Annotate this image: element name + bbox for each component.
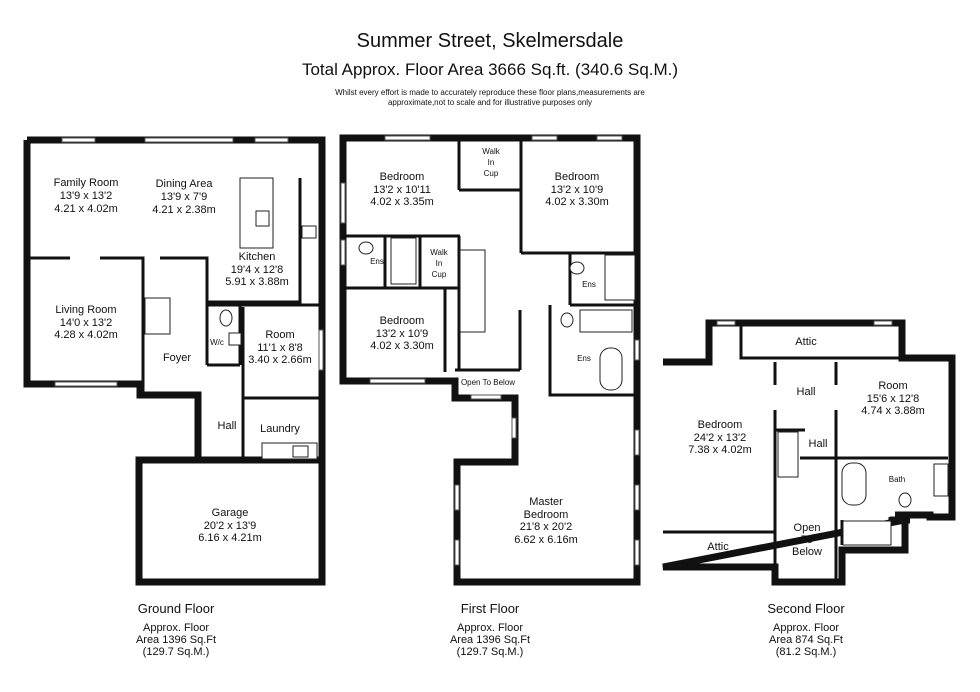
bath-label: Bath (889, 475, 905, 484)
second-floor-title: Second Floor (767, 601, 845, 616)
stairs-icon (777, 431, 799, 478)
garage-label: Garage (212, 507, 249, 519)
garage-dims-ft: 20'2 x 13'9 (204, 520, 257, 532)
family-room-dims-ft: 13'9 x 13'2 (60, 190, 113, 202)
open-to-below-line-3: Below (792, 546, 822, 558)
second-floor-area-1: Approx. Floor (773, 622, 839, 634)
bedroom-3-dims-m: 4.02 x 3.30m (370, 340, 434, 352)
walk-in-cup-2-line-1: Walk (430, 248, 448, 257)
bedroom-1-dims-m: 4.02 x 3.35m (370, 196, 434, 208)
room-dims-m: 4.74 x 3.88m (861, 405, 925, 417)
first-floor-area-1: Approx. Floor (457, 622, 523, 634)
basin-icon (228, 332, 242, 346)
bedroom-dims-m: 7.38 x 4.02m (688, 444, 752, 456)
hall-1-label: Hall (797, 386, 816, 398)
attic-1-label: Attic (795, 336, 817, 348)
master-bedroom-dims-m: 6.62 x 6.16m (514, 534, 578, 546)
room-dims-ft: 15'6 x 12'8 (867, 393, 920, 405)
room-dims-ft: 11'1 x 8'8 (257, 342, 303, 354)
bedroom-dims-ft: 24'2 x 13'2 (694, 432, 747, 444)
disclaimer-line-1: Whilst every effort is made to accuratel… (335, 88, 645, 97)
second-floor-area-3: (81.2 Sq.M.) (776, 646, 837, 658)
bath-icon (841, 462, 867, 506)
hall-label: Hall (218, 420, 237, 432)
kitchen-label: Kitchen (239, 251, 276, 263)
laundry-sink-icon (292, 445, 309, 458)
first-floor-area-2: Area 1396 Sq.Ft (450, 634, 530, 646)
ground-floor-plan: Family Room 13'9 x 13'2 4.21 x 4.02m Din… (23, 136, 326, 658)
ensuite-1-label: Ens (370, 257, 384, 266)
first-floor-title: First Floor (461, 601, 520, 616)
plan-subtitle: Total Approx. Floor Area 3666 Sq.ft. (34… (302, 60, 678, 79)
laundry-counter (261, 442, 318, 460)
master-bedroom-label-1: Master (529, 496, 563, 508)
ground-floor-area-2: Area 1396 Sq.Ft (136, 634, 216, 646)
open-to-below-line-2: To (801, 534, 813, 546)
foyer-label: Foyer (163, 352, 191, 364)
hall-2-label: Hall (809, 438, 828, 450)
living-room-label: Living Room (55, 304, 116, 316)
room-dims-m: 3.40 x 2.66m (248, 354, 312, 366)
laundry-label: Laundry (260, 423, 300, 435)
toilet-icon (358, 241, 374, 255)
second-floor-area-2: Area 874 Sq.Ft (769, 634, 843, 646)
shower-icon (842, 520, 892, 546)
walk-in-cup-1-line-3: Cup (484, 169, 499, 178)
master-bedroom-label-2: Bedroom (524, 509, 569, 521)
bedroom-2-dims-m: 4.02 x 3.30m (545, 196, 609, 208)
ground-floor-title: Ground Floor (138, 601, 215, 616)
dining-area-label: Dining Area (156, 178, 214, 190)
family-room-label: Family Room (54, 177, 119, 189)
walk-in-cup-2-line-3: Cup (432, 270, 447, 279)
hob-icon (255, 210, 270, 227)
bedroom-3-label: Bedroom (380, 315, 425, 327)
shower-icon (579, 309, 633, 333)
wc-label: W/c (210, 338, 224, 347)
kitchen-dims-m: 5.91 x 3.88m (225, 276, 289, 288)
ensuite-2-label: Ens (582, 280, 596, 289)
room-label: Room (878, 380, 907, 392)
bedroom-3-dims-ft: 13'2 x 10'9 (376, 328, 429, 340)
ground-floor-area-3: (129.7 Sq.M.) (143, 646, 210, 658)
bedroom-2-dims-ft: 13'2 x 10'9 (551, 184, 604, 196)
open-to-below-line-1: Open (794, 522, 821, 534)
room-label: Room (265, 329, 294, 341)
walk-in-cup-1-line-2: In (488, 158, 495, 167)
ground-floor-area-1: Approx. Floor (143, 622, 209, 634)
stairs-icon (459, 249, 486, 333)
plan-title: Summer Street, Skelmersdale (357, 30, 624, 52)
family-room-dims-m: 4.21 x 4.02m (54, 203, 118, 215)
bath-icon (599, 347, 623, 391)
kitchen-dims-ft: 19'4 x 12'8 (231, 264, 284, 276)
dining-area-dims-m: 4.21 x 2.38m (152, 204, 216, 216)
sink-icon (301, 225, 317, 239)
toilet-icon (898, 492, 912, 508)
garage-dims-m: 6.16 x 4.21m (198, 532, 262, 544)
open-to-below-label: Open To Below (461, 378, 515, 387)
stairs-icon (144, 297, 171, 335)
dining-area-dims-ft: 13'9 x 7'9 (161, 191, 207, 203)
walk-in-cup-1-line-1: Walk (482, 147, 500, 156)
ensuite-3-label: Ens (577, 354, 591, 363)
first-floor-area-3: (129.7 Sq.M.) (457, 646, 524, 658)
disclaimer-line-2: approximate,not to scale and for illustr… (388, 98, 592, 107)
bedroom-label: Bedroom (698, 419, 743, 431)
toilet-icon (219, 309, 233, 327)
toilet-icon (560, 312, 574, 328)
shower-icon (390, 237, 417, 285)
toilet-icon (569, 261, 585, 275)
walk-in-cup-2-line-2: In (436, 259, 443, 268)
bedroom-1-label: Bedroom (380, 171, 425, 183)
basin-icon (933, 463, 949, 497)
first-floor-plan: Bedroom 13'2 x 10'11 4.02 x 3.35m Walk I… (339, 134, 641, 658)
bedroom-1-dims-ft: 13'2 x 10'11 (373, 184, 431, 196)
living-room-dims-ft: 14'0 x 13'2 (60, 317, 113, 329)
master-bedroom-dims-ft: 21'8 x 20'2 (520, 521, 573, 533)
bedroom-2-label: Bedroom (555, 171, 600, 183)
attic-2-label: Attic (707, 541, 729, 553)
second-floor-plan: Attic Hall Room 15'6 x 12'8 4.74 x 3.88m… (662, 319, 956, 658)
living-room-dims-m: 4.28 x 4.02m (54, 329, 118, 341)
shower-icon (604, 254, 636, 301)
